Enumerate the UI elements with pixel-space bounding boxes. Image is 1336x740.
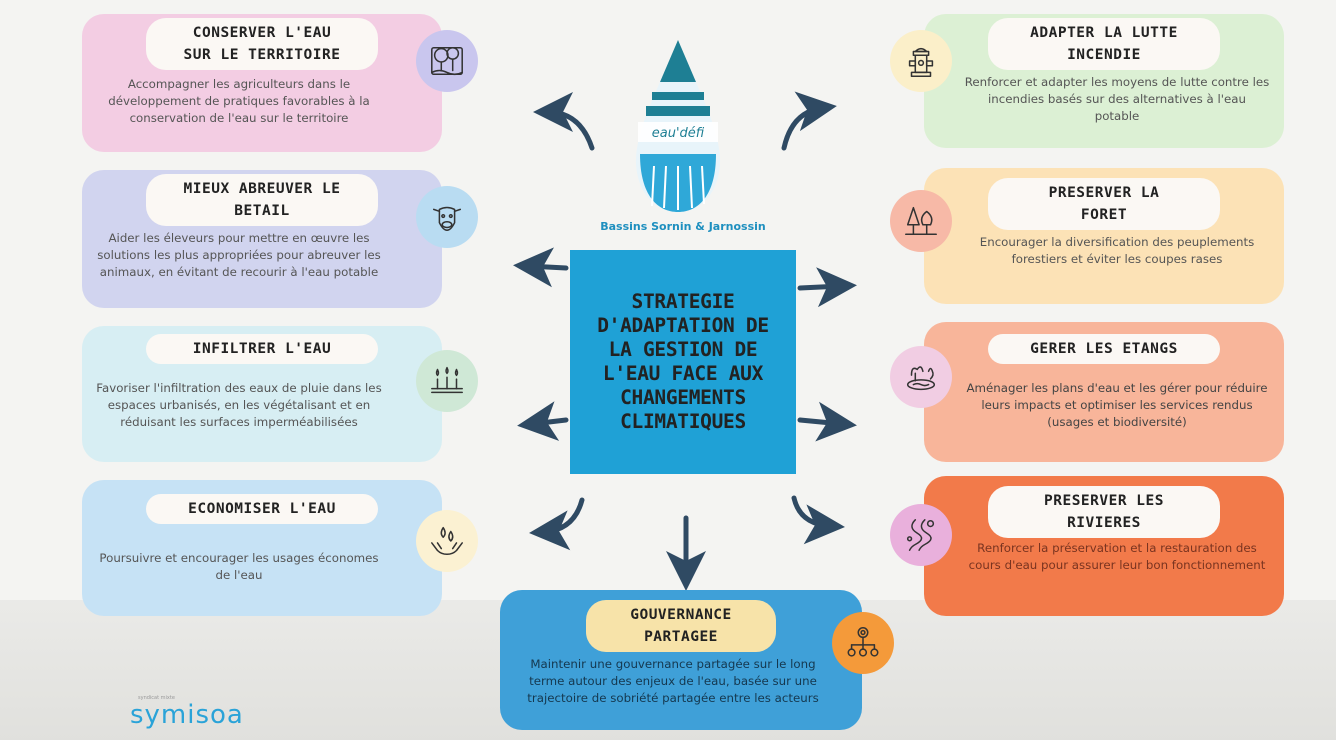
arrow-to-foret <box>797 267 857 308</box>
hands-water-icon <box>416 510 478 572</box>
forest-landscape-icon <box>416 30 478 92</box>
card-title: ECONOMISER L'EAU <box>146 494 378 524</box>
card-title: PRESERVER LA FORET <box>988 178 1220 230</box>
card-preserver-rivieres: PRESERVER LES RIVIERES Renforcer la prés… <box>890 476 1284 616</box>
drop-logo-text: eau'défi <box>652 126 705 141</box>
arrow-to-rivieres <box>791 495 845 545</box>
eau-defi-drop-logo: eau'défi <box>635 40 721 212</box>
card-gerer-etangs: GERER LES ETANGS Aménager les plans d'ea… <box>890 322 1284 462</box>
arrow-to-etangs <box>797 401 857 442</box>
symisoa-logo: symisoa <box>130 700 244 730</box>
card-title: MIEUX ABREUVER LE BETAIL <box>146 174 378 226</box>
card-preserver-foret: PRESERVER LA FORET Encourager la diversi… <box>890 168 1284 304</box>
infiltration-icon <box>416 350 478 412</box>
fire-hydrant-icon <box>890 30 952 92</box>
card-title: CONSERVER L'EAU SUR LE TERRITOIRE <box>146 18 378 70</box>
cow-icon <box>416 186 478 248</box>
card-infiltrer-eau: INFILTRER L'EAU Favoriser l'infiltration… <box>82 326 478 462</box>
arrow-to-infiltrer <box>517 401 569 441</box>
card-description: Renforcer et adapter les moyens de lutte… <box>964 75 1270 123</box>
central-strategy-box: STRATEGIE D'ADAPTATION DE LA GESTION DE … <box>570 250 796 474</box>
card-description: Favoriser l'infiltration des eaux de plu… <box>96 381 382 429</box>
card-title: GOUVERNANCE PARTAGEE <box>586 600 776 652</box>
arrow-to-incendie <box>781 91 837 151</box>
card-description: Encourager la diversification des peuple… <box>979 235 1255 266</box>
card-lutte-incendie: ADAPTER LA LUTTE INCENDIE Renforcer et a… <box>890 14 1284 148</box>
card-gouvernance-partagee: GOUVERNANCE PARTAGEE Maintenir une gouve… <box>500 590 894 730</box>
river-icon <box>890 504 952 566</box>
arrow-to-economiser <box>529 497 585 551</box>
card-economiser-eau: ECONOMISER L'EAU Poursuivre et encourage… <box>82 480 478 616</box>
basins-label: Bassins Sornin & Jarnossin <box>600 220 766 233</box>
card-description: Accompagner les agriculteurs dans le dév… <box>108 77 370 125</box>
central-strategy-title: STRATEGIE D'ADAPTATION DE LA GESTION DE … <box>597 290 769 433</box>
symisoa-tagline: syndicat mixte <box>138 695 175 701</box>
card-title: INFILTRER L'EAU <box>146 334 378 364</box>
pond-icon <box>890 346 952 408</box>
card-description: Poursuivre et encourager les usages écon… <box>99 551 379 582</box>
trees-icon <box>890 190 952 252</box>
arrow-to-conserver <box>533 92 595 151</box>
card-abreuver-betail: MIEUX ABREUVER LE BETAIL Aider les éleve… <box>82 170 478 308</box>
card-conserver-eau: CONSERVER L'EAU SUR LE TERRITOIRE Accomp… <box>82 14 478 152</box>
card-description: Aider les éleveurs pour mettre en œuvre … <box>97 231 381 279</box>
card-description: Aménager les plans d'eau et les gérer po… <box>966 381 1268 429</box>
card-description: Renforcer la préservation et la restaura… <box>968 541 1266 572</box>
arrow-to-abreuver <box>513 247 569 288</box>
governance-network-icon <box>832 612 894 674</box>
card-title: ADAPTER LA LUTTE INCENDIE <box>988 18 1220 70</box>
card-description: Maintenir une gouvernance partagée sur l… <box>527 657 819 705</box>
card-title: GERER LES ETANGS <box>988 334 1220 364</box>
card-title: PRESERVER LES RIVIERES <box>988 486 1220 538</box>
